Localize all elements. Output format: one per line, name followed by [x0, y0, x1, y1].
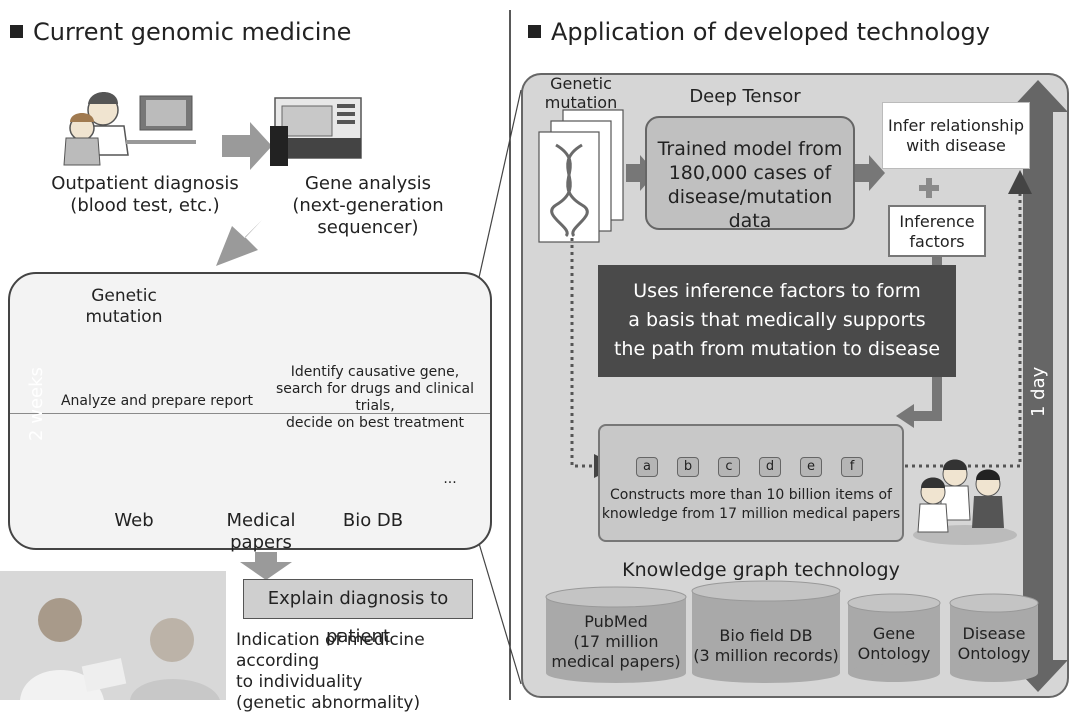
source-web: Web	[114, 510, 154, 531]
deep-tensor-label: Deep Tensor	[689, 86, 801, 107]
one-day-label: 1 day	[1028, 366, 1049, 418]
knowledge-graph-label: Knowledge graph technology	[622, 559, 900, 581]
explain-diagnosis-box: Explain diagnosis to patient	[243, 579, 473, 647]
gene-analysis-caption: Gene analysis(next-generation sequencer)	[292, 173, 444, 238]
bullet-square-icon	[10, 25, 23, 38]
panel-divider	[10, 413, 490, 414]
arrow-to-gene-analysis	[222, 122, 272, 170]
graph-node: c	[718, 457, 740, 477]
source-bio-db: Bio DB	[342, 510, 404, 531]
doctor-patient-illustration	[63, 92, 196, 166]
graph-node: f	[841, 457, 863, 477]
doctor-patient-photo	[0, 571, 226, 700]
biofield-label: Bio field DB(3 million records)	[693, 626, 839, 665]
graph-node: a	[636, 457, 658, 477]
arrow-to-explain	[240, 552, 292, 580]
graph-node: d	[759, 457, 781, 477]
graph-node: e	[800, 457, 822, 477]
right-title: Application of developed technology	[528, 18, 990, 46]
two-weeks-label: 2 weeks	[26, 367, 47, 441]
source-more: ...	[443, 471, 457, 487]
source-medical-papers: Medical papers	[226, 510, 296, 553]
outpatient-caption: Outpatient diagnosis(blood test, etc.)	[51, 173, 239, 216]
left-title: Current genomic medicine	[10, 18, 351, 46]
analyze-label: Analyze and prepare report	[60, 393, 254, 409]
sequencer-illustration	[270, 97, 362, 166]
constructs-caption: Constructs more than 10 billion items of…	[601, 487, 901, 522]
identify-caption: Identify causative gene,search for drugs…	[276, 364, 474, 431]
bullet-square-icon	[528, 25, 541, 38]
knowledge-graph-frame	[598, 424, 904, 542]
graph-node: b	[677, 457, 699, 477]
